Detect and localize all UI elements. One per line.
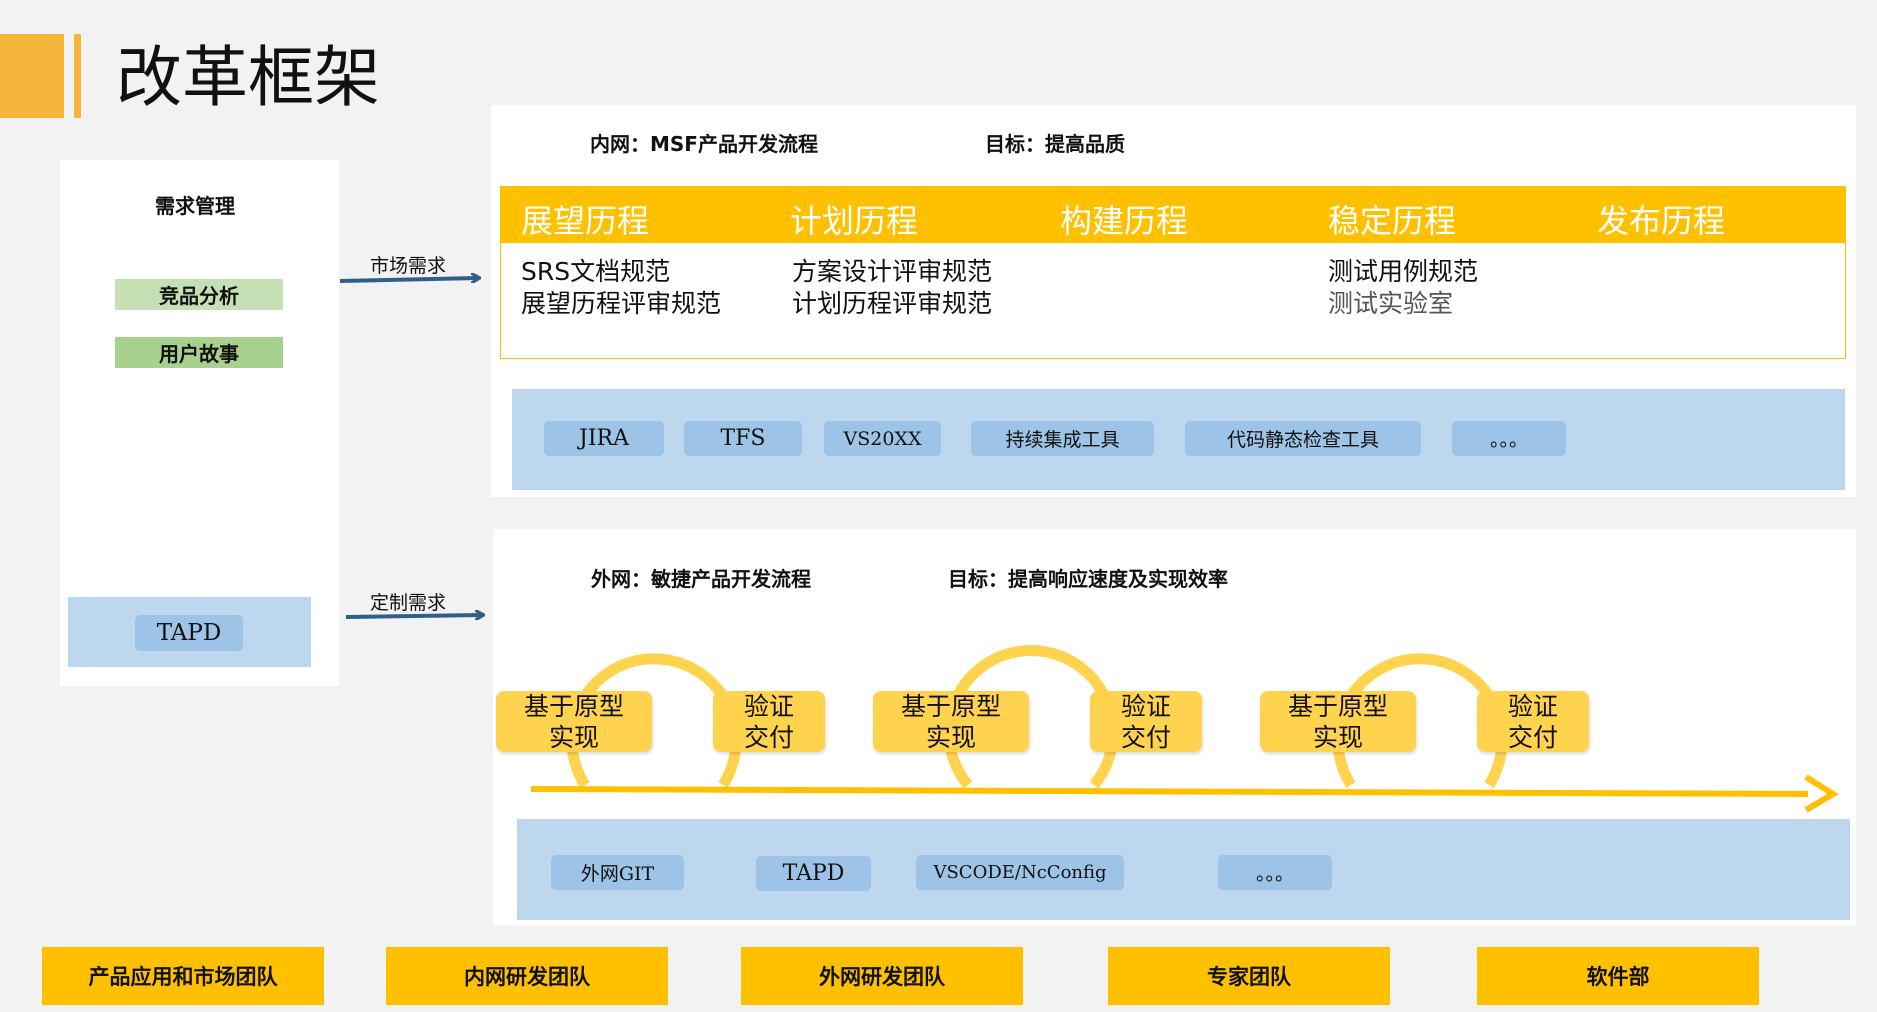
- cycle-1-verify-line1: 验证: [743, 691, 794, 721]
- title-accent-bar: [0, 34, 64, 118]
- intranet-process-label: 内网：MSF产品开发流程: [590, 132, 818, 156]
- team-software-dept: 软件部: [1477, 947, 1759, 1005]
- cycle-1-verify: 验证 交付: [713, 691, 825, 752]
- extranet-goal-label: 目标：提高响应速度及实现效率: [948, 567, 1228, 591]
- tag-user-story: 用户故事: [115, 337, 283, 368]
- cycle-3-build-line2: 实现: [1312, 722, 1363, 752]
- spec-design-review: 方案设计评审规范: [792, 257, 993, 286]
- cycle-3-build: 基于原型 实现: [1260, 691, 1416, 752]
- tool-chip-tapd: TAPD: [756, 856, 871, 891]
- extranet-process-label: 外网：敏捷产品开发流程: [591, 567, 811, 591]
- team-product-market: 产品应用和市场团队: [42, 947, 324, 1005]
- tool-chip-ci: 持续集成工具: [971, 421, 1154, 456]
- tool-chip-tapd-left: TAPD: [135, 615, 243, 651]
- arrow-label-custom: 定制需求: [370, 592, 447, 614]
- phase-planning: 计划历程: [790, 202, 919, 240]
- spec-envisioning-review: 展望历程评审规范: [521, 289, 722, 318]
- phase-stabilizing: 稳定历程: [1328, 202, 1457, 240]
- phase-envisioning: 展望历程: [521, 202, 650, 240]
- cycle-3-verify-line2: 交付: [1507, 722, 1558, 752]
- arrow-label-market: 市场需求: [370, 255, 447, 277]
- team-extranet-dev: 外网研发团队: [741, 947, 1023, 1005]
- cycle-2-verify-line1: 验证: [1120, 691, 1171, 721]
- tool-chip-jira: JIRA: [544, 421, 664, 456]
- cycle-1-build-line1: 基于原型: [523, 691, 624, 721]
- spec-test-case: 测试用例规范: [1328, 257, 1479, 286]
- spec-srs: SRS文档规范: [521, 257, 671, 286]
- cycle-1-build: 基于原型 实现: [496, 691, 652, 752]
- phase-header-row: [500, 186, 1846, 243]
- cycle-3-verify: 验证 交付: [1477, 691, 1589, 752]
- tool-chip-more: 。。。: [1452, 421, 1566, 456]
- phase-deploying: 发布历程: [1597, 202, 1726, 240]
- intranet-goal-label: 目标：提高品质: [985, 132, 1125, 156]
- timeline-arrowhead: [1804, 774, 1839, 813]
- extranet-tool-area: [517, 819, 1850, 920]
- cycle-2-build: 基于原型 实现: [873, 691, 1029, 752]
- tool-chip-static-check: 代码静态检查工具: [1185, 421, 1421, 456]
- cycle-2-verify-line2: 交付: [1120, 722, 1171, 752]
- tool-chip-vs: VS20XX: [824, 421, 941, 456]
- tool-chip-vscode: VSCODE/NcConfig: [916, 855, 1124, 890]
- tool-chip-tfs: TFS: [684, 421, 802, 456]
- tag-competitor-analysis: 竞品分析: [115, 279, 283, 310]
- cycle-3-verify-line1: 验证: [1507, 691, 1558, 721]
- timeline-arrow: [530, 786, 1809, 797]
- page-title: 改革框架: [116, 39, 380, 116]
- phase-developing: 构建历程: [1060, 202, 1189, 240]
- tool-chip-more-ext: 。。。: [1218, 855, 1332, 890]
- cycle-1-build-line2: 实现: [548, 722, 599, 752]
- demand-heading: 需求管理: [155, 194, 235, 218]
- cycle-2-build-line2: 实现: [925, 722, 976, 752]
- tool-chip-git: 外网GIT: [551, 855, 684, 890]
- arrow-custom: [345, 615, 482, 617]
- arrow-market: [339, 278, 478, 281]
- cycle-2-build-line1: 基于原型: [900, 691, 1001, 721]
- team-intranet-dev: 内网研发团队: [386, 947, 668, 1005]
- spec-test-lab: 测试实验室: [1328, 289, 1454, 318]
- cycle-3-build-line1: 基于原型: [1287, 691, 1388, 721]
- team-experts: 专家团队: [1108, 947, 1390, 1005]
- title-accent-stripe: [74, 34, 81, 118]
- spec-planning-review: 计划历程评审规范: [792, 289, 993, 318]
- cycle-2-verify: 验证 交付: [1090, 691, 1202, 752]
- cycle-1-verify-line2: 交付: [743, 722, 794, 752]
